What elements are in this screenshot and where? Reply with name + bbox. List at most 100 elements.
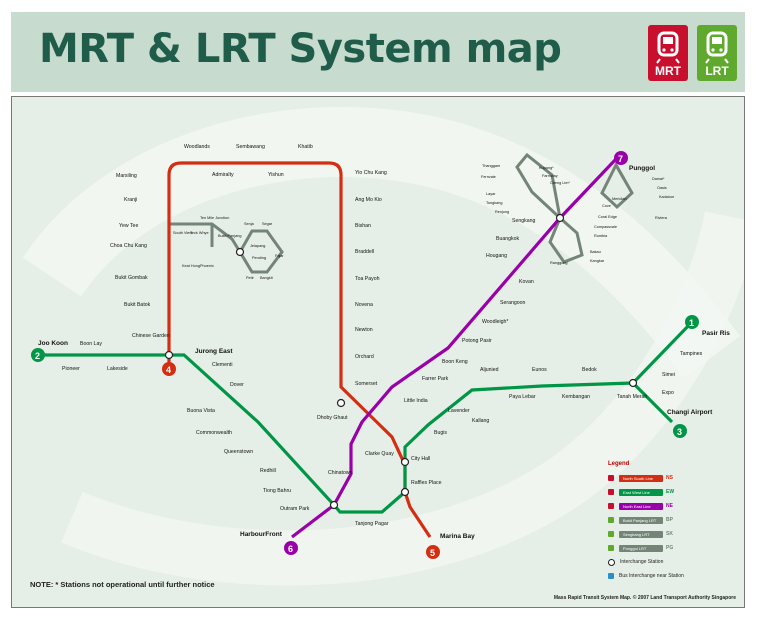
station-label: Ang Mo Kio: [355, 197, 382, 203]
station-label: Outram Park: [280, 506, 310, 512]
station-label: Tanjong Pagar: [355, 521, 389, 527]
station-label: Bukit Batok: [124, 302, 151, 308]
station-label: Commonwealth: [196, 430, 232, 436]
legend-item: Sengkang LRT SK: [608, 527, 718, 541]
station-label: Admiralty: [212, 172, 234, 178]
station-label: Sengkang: [512, 218, 535, 224]
station-label: Serangoon: [500, 300, 525, 306]
north-east-stations[interactable]: HarbourFront Chinatown Clarke Quay Littl…: [240, 165, 655, 538]
bukit-panjang-lrt[interactable]: [169, 222, 284, 274]
legend-code: SK: [666, 531, 673, 537]
station-label: Woodleigh*: [482, 319, 508, 325]
east-west-stations[interactable]: Joo Koon Pioneer Boon Lay Lakeside Chine…: [38, 330, 730, 527]
svg-text:Coral Edge: Coral Edge: [598, 215, 617, 219]
svg-text:Layar: Layar: [486, 192, 496, 196]
header-banner: MRT & LRT System map MRT LRT: [11, 12, 745, 92]
north-east-line[interactable]: [291, 157, 618, 539]
station-label: Clarke Quay: [365, 451, 394, 457]
station-label: Jurong East: [195, 348, 233, 355]
svg-text:Petir: Petir: [246, 276, 255, 280]
station-label: Farrer Park: [422, 376, 449, 382]
svg-text:Keat Hong: Keat Hong: [182, 264, 200, 268]
badge-2: 2: [35, 351, 40, 361]
legend: Legend North South Line NS East West Lin…: [608, 461, 718, 583]
system-map[interactable]: 1 2 3 4 5 6 7 Marina Bay Raffles Place C…: [11, 96, 745, 608]
interchange-icon: [608, 558, 615, 566]
station-label: Kranji: [124, 197, 137, 203]
legend-code: NE: [666, 503, 673, 509]
svg-text:South View: South View: [173, 231, 192, 235]
svg-text:Bangkit: Bangkit: [260, 276, 274, 280]
legend-item: North East Line NE: [608, 499, 718, 513]
svg-text:Kadaloor: Kadaloor: [659, 195, 675, 199]
station-label: Dover: [230, 382, 244, 388]
svg-text:Jelapang: Jelapang: [250, 244, 265, 248]
legend-label: Punggol LRT: [619, 544, 663, 552]
north-south-line[interactable]: [167, 161, 432, 538]
north-south-stations[interactable]: Marina Bay Raffles Place City Hall Dhoby…: [110, 144, 475, 540]
sengkang-lrt[interactable]: [515, 152, 584, 264]
station-label: Boon Keng: [442, 359, 468, 365]
svg-text:Bukit Panjang: Bukit Panjang: [218, 234, 241, 238]
train-icon: [608, 517, 614, 523]
svg-text:Rumbia: Rumbia: [594, 234, 608, 238]
punggol-lrt[interactable]: [600, 161, 634, 210]
station-label: Braddell: [355, 249, 374, 255]
svg-text:Cheng Lim*: Cheng Lim*: [550, 181, 570, 185]
station-label: Khatib: [298, 144, 313, 150]
station-label: City Hall: [411, 456, 430, 462]
svg-text:Renjong: Renjong: [495, 210, 509, 214]
mrt-logo-label: MRT: [655, 64, 681, 78]
station-label: Marsiling: [116, 173, 137, 179]
train-icon: [608, 489, 614, 495]
legend-item: Bukit Panjang LRT BP: [608, 513, 718, 527]
legend-code: NS: [666, 475, 673, 481]
station-label: Yew Tee: [119, 223, 138, 229]
east-west-changi-branch[interactable]: [631, 381, 674, 424]
station-label: Dhoby Ghaut: [317, 415, 348, 421]
svg-text:Pending: Pending: [252, 256, 266, 260]
station-label: Joo Koon: [38, 340, 68, 347]
station-label: Kembangan: [562, 394, 590, 400]
badge-3: 3: [677, 427, 682, 437]
station-label: Hougang: [486, 253, 507, 259]
station-label: Tampines: [680, 351, 703, 357]
station-label: Kallang: [472, 418, 489, 424]
station-label: Boon Lay: [80, 341, 102, 347]
east-west-line[interactable]: [40, 320, 694, 514]
map-canvas[interactable]: 1 2 3 4 5 6 7 Marina Bay Raffles Place C…: [12, 97, 745, 608]
legend-code: BP: [666, 517, 673, 523]
station-label: Marina Bay: [440, 533, 475, 540]
svg-text:Thanggam: Thanggam: [482, 164, 500, 168]
station-label: Queenstown: [224, 449, 253, 455]
line-number-badges: 1 2 3 4 5 6 7: [31, 151, 699, 559]
station-label: Clementi: [212, 362, 232, 368]
legend-text: Interchange Station: [620, 559, 664, 565]
background-swirl: [22, 107, 740, 379]
station-label: Aljunied: [480, 367, 499, 373]
svg-text:Kangkar: Kangkar: [590, 259, 605, 263]
station-label: Pioneer: [62, 366, 80, 372]
station-label: Yio Chu Kang: [355, 170, 387, 176]
svg-text:Segar: Segar: [262, 222, 273, 226]
legend-title: Legend: [608, 461, 630, 467]
svg-text:Oasis: Oasis: [657, 186, 667, 190]
lrt-stations[interactable]: South View Teck Whye Keat Hong Phoenix B…: [173, 164, 675, 280]
station-label: Buona Vista: [187, 408, 215, 414]
train-icon: [608, 545, 614, 551]
station-label: Redhill: [260, 468, 276, 474]
legend-code: EW: [666, 489, 675, 495]
svg-text:Ten Mile Junction: Ten Mile Junction: [200, 216, 229, 220]
svg-text:Compassvale: Compassvale: [594, 225, 617, 229]
station-label: Chinese Garden: [132, 333, 170, 339]
legend-bus: Bus Interchange near Station: [608, 569, 718, 583]
station-label: Punggol: [629, 165, 655, 172]
legend-label: North South Line: [619, 474, 663, 482]
station-label: Kovan: [519, 279, 534, 285]
badge-7: 7: [618, 154, 623, 164]
station-label: Little India: [404, 398, 428, 404]
station-label: Expo: [662, 390, 674, 396]
badge-1: 1: [689, 318, 694, 328]
svg-text:Meridian: Meridian: [612, 197, 627, 201]
svg-text:Tongkang: Tongkang: [486, 201, 502, 205]
